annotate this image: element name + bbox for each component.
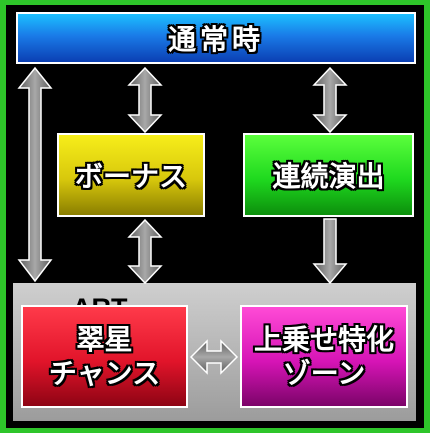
bonus-box: ボーナス <box>57 133 205 217</box>
renzoku-enshutsu-label: 連続演出 <box>272 160 385 193</box>
suisei-chance-box: 翠星 チャンス <box>21 305 188 408</box>
arrow-suisei-uwanose <box>189 339 239 375</box>
suisei-chance-line2: チャンス <box>48 356 161 390</box>
arrow-normal-art <box>17 66 53 283</box>
arrow-bonus-art <box>127 218 163 285</box>
suisei-chance-line1: 翠星 <box>76 322 133 356</box>
bonus-label: ボーナス <box>74 160 187 193</box>
uwanose-zone-box: 上乗せ特化 ゾーン <box>240 305 408 408</box>
arrow-normal-renzoku <box>312 66 348 134</box>
arrow-renzoku-art <box>312 218 348 285</box>
arrow-normal-bonus <box>127 66 163 134</box>
renzoku-enshutsu-box: 連続演出 <box>243 133 414 217</box>
normal-state-label: 通常時 <box>167 23 264 56</box>
uwanose-zone-line2: ゾーン <box>282 356 366 390</box>
normal-state-box: 通常時 <box>16 12 416 64</box>
uwanose-zone-line1: 上乗せ特化 <box>253 322 394 356</box>
